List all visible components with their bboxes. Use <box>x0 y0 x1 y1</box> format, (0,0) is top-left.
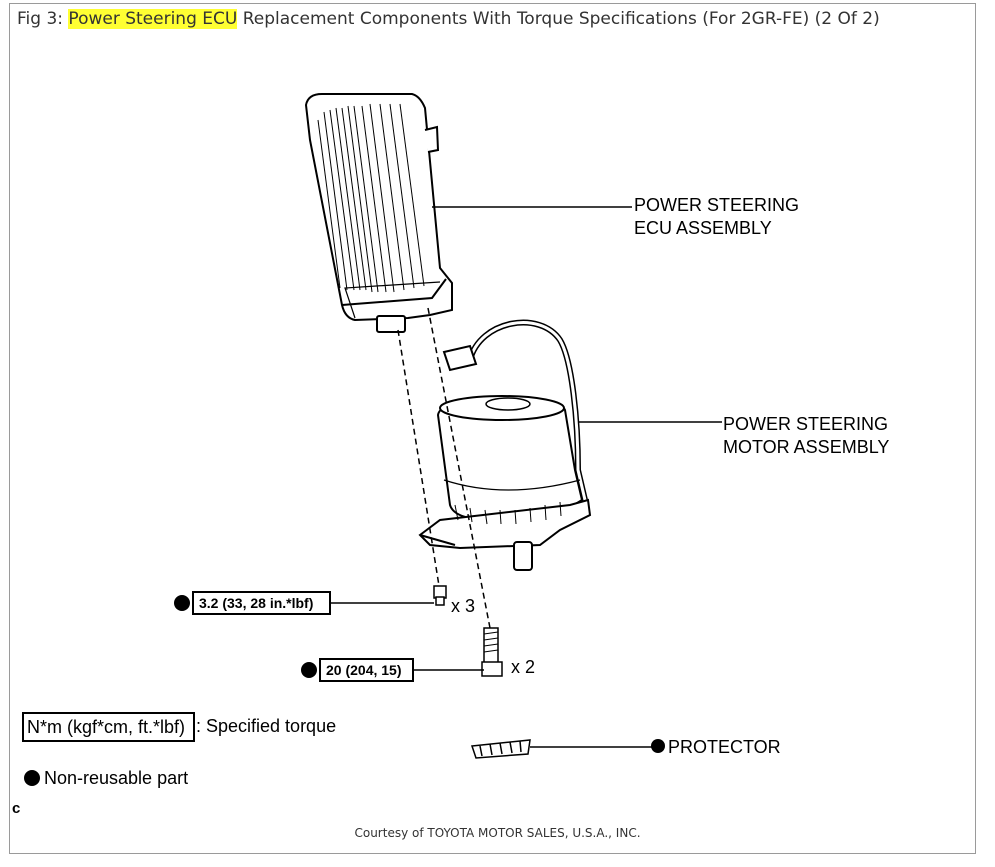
legend-torque-text: : Specified torque <box>196 716 336 736</box>
bolt-torque-spec: 20 (204, 15) <box>326 662 402 678</box>
caption-prefix: Fig 3: <box>17 9 69 29</box>
bolt-drawing <box>481 627 503 677</box>
protector-label: PROTECTOR <box>668 737 781 757</box>
ecu-assembly-drawing <box>304 93 453 333</box>
leader-lines <box>330 206 722 748</box>
caption-suffix: Replacement Components With Torque Speci… <box>237 9 880 29</box>
figure-mark: c <box>12 800 21 817</box>
nonreusable-dot-screw <box>174 595 190 611</box>
courtesy-text: Courtesy of TOYOTA MOTOR SALES, U.S.A., … <box>354 826 641 840</box>
caption-highlight[interactable]: Power Steering ECU <box>68 9 238 29</box>
motor-label-line2: MOTOR ASSEMBLY <box>723 437 889 457</box>
bolt-quantity: x 2 <box>511 657 535 677</box>
alignment-lines <box>397 307 491 629</box>
screw-torque-spec: 3.2 (33, 28 in.*lbf) <box>199 595 313 611</box>
legend-nonreusable-text: Non-reusable part <box>44 768 188 788</box>
nonreusable-dot-bolt <box>301 662 317 678</box>
screw-quantity: x 3 <box>451 596 475 616</box>
ecu-label-line1: POWER STEERING <box>634 195 799 215</box>
legend-torque-box <box>22 712 195 742</box>
figure-caption: Fig 3: Power Steering ECU Replacement Co… <box>17 9 880 29</box>
screw-drawing <box>433 585 447 606</box>
protector-drawing <box>470 739 531 759</box>
legend-torque-units: N*m (kgf*cm, ft.*lbf) <box>27 717 185 737</box>
screw-torque-box <box>192 591 331 615</box>
motor-assembly-drawing <box>418 319 592 571</box>
motor-label-line1: POWER STEERING <box>723 414 888 434</box>
nonreusable-dot-protector <box>651 739 665 753</box>
legend-nonreusable-dot <box>24 770 40 786</box>
ecu-label-line2: ECU ASSEMBLY <box>634 218 772 238</box>
bolt-torque-box <box>319 658 414 682</box>
